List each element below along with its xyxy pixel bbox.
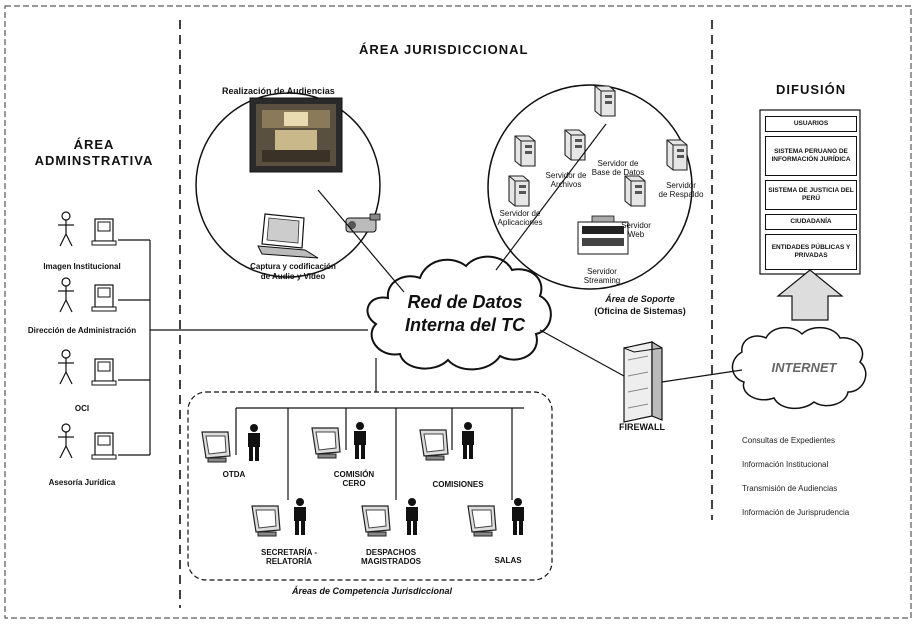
difusion-box: ENTIDADES PÚBLICAS Y PRIVADAS	[765, 234, 857, 270]
service-item: Información de Jurisprudencia	[742, 508, 850, 517]
person-icon	[57, 211, 75, 247]
monitor-icon	[419, 429, 449, 461]
person-icon	[57, 349, 75, 385]
admin-user-label: Dirección de Administración	[27, 326, 137, 335]
competencia-title: Áreas de Competencia Jurisdiccional	[291, 586, 453, 596]
competencia-box	[187, 391, 553, 581]
streaming-server-image	[577, 215, 629, 255]
outer-border	[4, 5, 912, 619]
monitor-icon	[311, 427, 341, 459]
network-label-2: Interna del TC	[404, 315, 525, 335]
network-cloud	[366, 255, 552, 371]
link-soporte-cloud	[495, 123, 607, 271]
computer-icon	[91, 432, 117, 460]
difusion-box: CIUDADANÍA	[765, 214, 857, 230]
area-jurisdiccional-title: ÁREA JURISDICCIONAL	[359, 42, 529, 57]
server-icon	[594, 85, 616, 117]
audiencias-circle	[195, 92, 381, 278]
server-icon	[624, 175, 646, 207]
captura-label-2: de Audio y Video	[260, 272, 326, 281]
area-admin-title-1: ÁREA	[73, 137, 115, 152]
monitor-icon	[201, 431, 231, 463]
person-icon	[57, 423, 75, 459]
computer-icon	[91, 218, 117, 246]
admin-user-label: Asesoría Jurídica	[48, 478, 116, 487]
courtroom-image	[249, 97, 343, 173]
up-arrow-icon	[776, 269, 844, 321]
difusion-title: DIFUSIÓN	[776, 82, 847, 97]
difusion-box: USUARIOS	[765, 116, 857, 132]
worker-icon	[512, 498, 524, 535]
service-item: Consultas de Expedientes	[742, 436, 835, 445]
worker-icon	[462, 422, 474, 459]
competencia-label: SALAS	[494, 556, 522, 565]
area-admin-title-2: ADMINSTRATIVA	[34, 153, 154, 168]
audiencias-title: Realización de Audiencias	[222, 86, 335, 96]
monitor-icon	[467, 505, 497, 537]
firewall-label: FIREWALL	[619, 422, 665, 432]
difusion-box: SISTEMA PERUANO DE INFORMACIÓN JURÍDICA	[765, 136, 857, 176]
laptop-image	[257, 213, 319, 259]
worker-icon	[406, 498, 418, 535]
service-item: Transmisión de Audiencias	[742, 484, 838, 493]
worker-icon	[294, 498, 306, 535]
monitor-icon	[251, 505, 281, 537]
soporte-circle	[487, 84, 693, 290]
computer-icon	[91, 284, 117, 312]
worker-icon	[248, 424, 260, 461]
competencia-label: OTDA	[222, 470, 246, 479]
computer-icon	[91, 358, 117, 386]
admin-user-label: Imagen Institucional	[43, 262, 121, 271]
service-item: Información Institucional	[742, 460, 829, 469]
link-audiencias-cloud	[317, 189, 405, 293]
firewall-icon	[623, 340, 663, 423]
server-icon	[666, 139, 688, 171]
competencia-label: COMISIONES	[432, 480, 484, 489]
network-label-1: Red de Datos	[407, 292, 523, 312]
person-icon	[57, 277, 75, 313]
competencia-label: SECRETARÍA -RELATORÍA	[261, 548, 317, 567]
soporte-label-1: Área de Soporte	[605, 294, 675, 304]
camera-image	[345, 213, 381, 233]
captura-label-1: Captura y codificación	[250, 262, 336, 271]
internet-label: INTERNET	[771, 360, 837, 375]
link-cloud-firewall	[539, 329, 625, 377]
difusion-box: SISTEMA DE JUSTICIA DEL PERÚ	[765, 180, 857, 210]
server-icon	[514, 135, 536, 167]
admin-user-label: OCI	[74, 404, 90, 413]
monitor-icon	[361, 505, 391, 537]
link-firewall-internet	[661, 369, 743, 383]
worker-icon	[354, 422, 366, 459]
internet-cloud	[731, 326, 867, 410]
soporte-label-2: (Oficina de Sistemas)	[594, 306, 686, 316]
server-icon	[508, 175, 530, 207]
